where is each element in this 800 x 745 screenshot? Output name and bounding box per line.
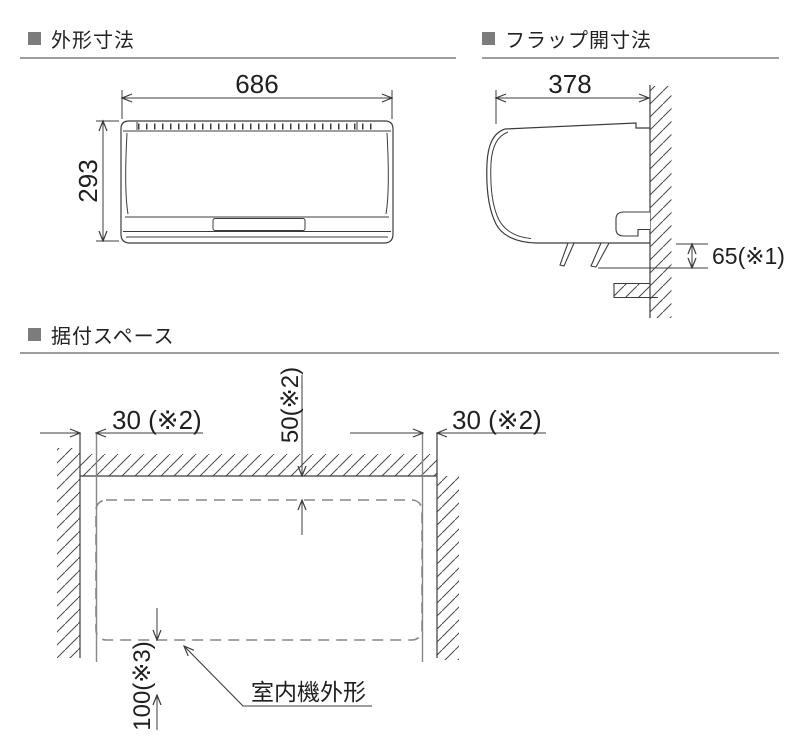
open-flap-right [590,242,610,268]
ac-unit-side-top [504,122,650,130]
section-title-install: 据付スペース [51,326,175,348]
heading-square-icon [28,32,41,45]
width-dimension-label: 686 [235,69,278,99]
flap-clearance-dimension [598,244,708,268]
side-view-drawing [486,85,708,318]
right-clearance-label: 30 (※2) [452,405,542,435]
front-flap-panel [212,218,306,231]
heading-rule [482,57,779,59]
section-heading-flap: フラップ開寸法 [482,24,652,53]
open-flap-left [559,242,575,267]
unit-outline-leader-line [184,646,372,707]
ceiling-hatch [80,454,437,476]
depth-dimension [496,90,649,124]
section-heading-install: 据付スペース [28,320,175,349]
depth-dimension-label: 378 [548,69,591,99]
pipe-connection-box [615,211,650,237]
right-wall-hatch [437,476,459,660]
ac-unit-front-outline [120,120,394,244]
bottom-clearance-label: 100(※3) [129,641,156,730]
indoor-unit-dashed-outline [95,499,423,641]
height-dimension-label: 293 [73,159,103,202]
install-space-drawing [40,375,546,730]
section-title-outline: 外形寸法 [51,30,135,52]
lower-shelf-bracket [613,282,658,299]
heading-square-icon [482,32,495,45]
heading-rule [20,352,779,354]
left-clearance-label: 30 (※2) [112,405,202,435]
heading-rule [20,57,456,59]
flap-clearance-label: 65(※1) [712,243,785,269]
heading-square-icon [28,328,41,341]
front-view-drawing [96,90,394,244]
left-wall-hatch [57,448,80,658]
ac-unit-side-outline [486,128,650,244]
unit-outline-label: 室内機外形 [251,679,366,705]
width-dimension [122,90,392,119]
top-clearance-label: 50(※2) [277,367,304,443]
wall-hatch [650,86,672,318]
section-title-flap: フラップ開寸法 [505,30,652,52]
section-heading-outline: 外形寸法 [28,24,135,53]
height-dimension [96,121,119,241]
